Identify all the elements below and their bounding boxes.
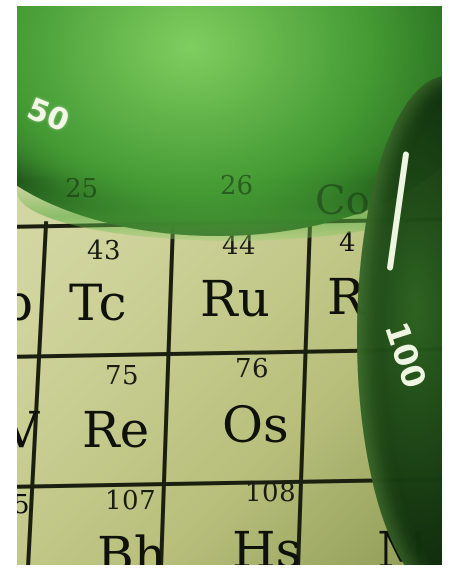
element-number: 107 <box>105 486 157 516</box>
element-number: 43 <box>87 236 122 266</box>
grid-line <box>158 221 176 565</box>
ghost-number: 25 <box>65 174 99 204</box>
element-number: 75 <box>105 361 140 391</box>
element-symbol: Re <box>82 401 150 459</box>
partial-number: 4 <box>339 228 356 258</box>
partial-symbol: b <box>17 274 34 332</box>
element-symbol: Os <box>222 396 289 454</box>
partial-number: 5 <box>17 490 30 520</box>
element-symbol: Bh <box>97 526 166 565</box>
chemistry-photo: 43 Tc 44 Ru 75 Re 76 Os 107 Bh 108 Hs b … <box>17 6 442 565</box>
element-symbol: Hs <box>232 521 302 565</box>
element-number: 108 <box>245 478 297 508</box>
element-symbol: Ru <box>200 270 270 328</box>
ghost-symbol: Co <box>315 178 370 224</box>
ghost-number: 26 <box>220 171 254 201</box>
element-symbol: Tc <box>69 274 127 332</box>
grid-line <box>295 221 313 565</box>
partial-symbol: V <box>17 401 40 459</box>
element-number: 76 <box>235 354 270 384</box>
